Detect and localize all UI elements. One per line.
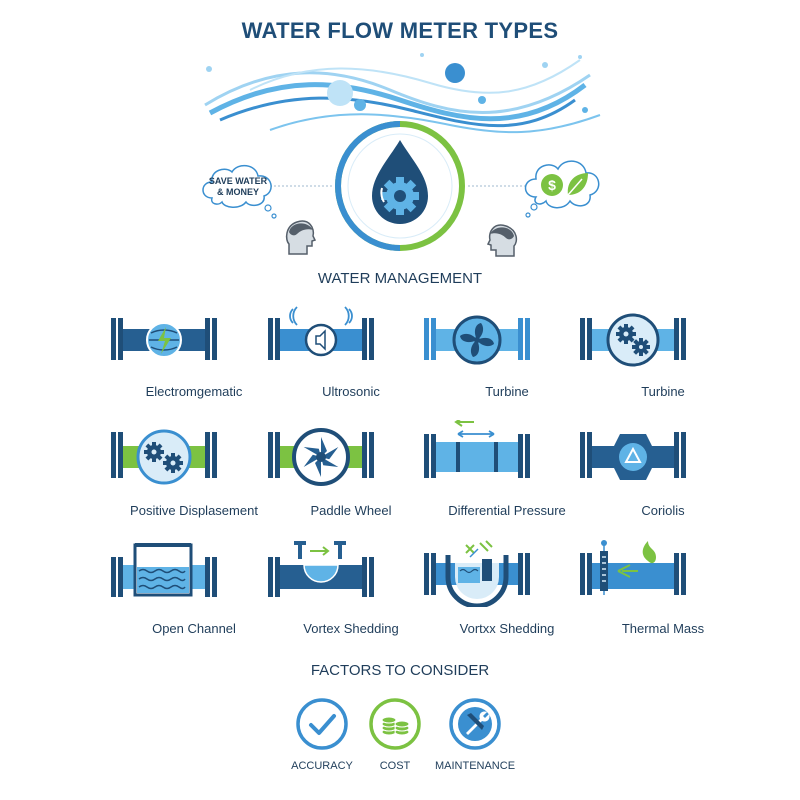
factor-label: ACCURACY [291,760,353,772]
meter-label: Ultrosonic [322,384,380,399]
meter-turbine-fan: Turbine [422,303,592,413]
meter-label: Vortxx Shedding [459,621,555,636]
meter-label: Open Channel [152,621,236,636]
vortex-shedding-meter-icon [268,541,374,597]
person-head-icon-right [486,224,518,257]
meter-vortex-shedding: Vortex Shedding [266,537,436,647]
meter-label: Thermal Mass [621,621,705,636]
dollar-icon: $ [541,174,563,196]
factor-maintenance: MAINTENANCE [420,696,530,786]
meter-paddle-wheel: Paddle Wheel [266,420,436,530]
factor-label: COST [379,760,411,772]
meter-thermal-mass: Thermal Mass [578,537,748,647]
meter-positive-displacement: Positive Displasement [109,420,279,530]
factor-label: MAINTENANCE [434,760,516,772]
meter-ultrasonic: Ultrosonic [266,303,436,413]
coriolis-meter-icon [580,432,686,480]
thought-cloud-left [202,164,277,219]
open-channel-meter-icon [111,543,217,597]
thermal-mass-meter-icon [580,540,686,595]
positive-displacement-meter-icon [111,429,217,485]
meter-label: Paddle Wheel [310,503,392,518]
meter-label: Coriolis [641,503,685,518]
meter-label: Electromgematic [145,384,243,399]
coins-icon [369,698,421,750]
thought-cloud-right: $ [524,160,600,218]
person-head-icon-left [285,220,317,255]
meter-vortex-u-tube: Vortxx Shedding [422,537,592,647]
svg-text:$: $ [548,177,556,193]
ultrasonic-meter-icon [268,306,374,360]
electromagnetic-meter-icon [111,318,217,360]
vortex-u-tube-meter-icon [424,540,530,607]
meter-label: Turbine [485,384,529,399]
water-wave-decoration [204,53,601,134]
checkmark-icon [296,698,348,750]
thought-text-save: SAVE WATER & MONEY [208,176,268,197]
meter-differential-pressure: Differential Pressure [422,420,592,530]
turbine-fan-meter-icon [424,315,530,365]
meter-label: Differential Pressure [448,503,566,518]
factor-cost: COST [340,696,450,786]
meter-electromagnetic: Electromgematic [109,303,279,413]
meter-turbine-gears: Turbine [578,303,748,413]
water-drop-gear-icon [335,121,465,251]
paddle-wheel-meter-icon [268,428,374,486]
turbine-gears-meter-icon [580,313,686,367]
meter-coriolis: Coriolis [578,420,748,530]
section-title-water-management: WATER MANAGEMENT [317,270,483,287]
meter-label: Positive Displasement [130,503,258,518]
meter-label: Vortex Shedding [303,621,399,636]
differential-pressure-meter-icon [424,420,530,478]
meter-label: Turbine [641,384,685,399]
page-title: WATER FLOW METER TYPES [241,18,559,43]
section-title-factors: FACTORS TO CONSIDER [310,662,490,679]
leaf-icon [567,173,588,196]
wrench-screwdriver-icon [449,698,501,750]
connector-lines [262,185,538,187]
factor-accuracy: ACCURACY [267,696,377,786]
meter-open-channel: Open Channel [109,537,279,647]
